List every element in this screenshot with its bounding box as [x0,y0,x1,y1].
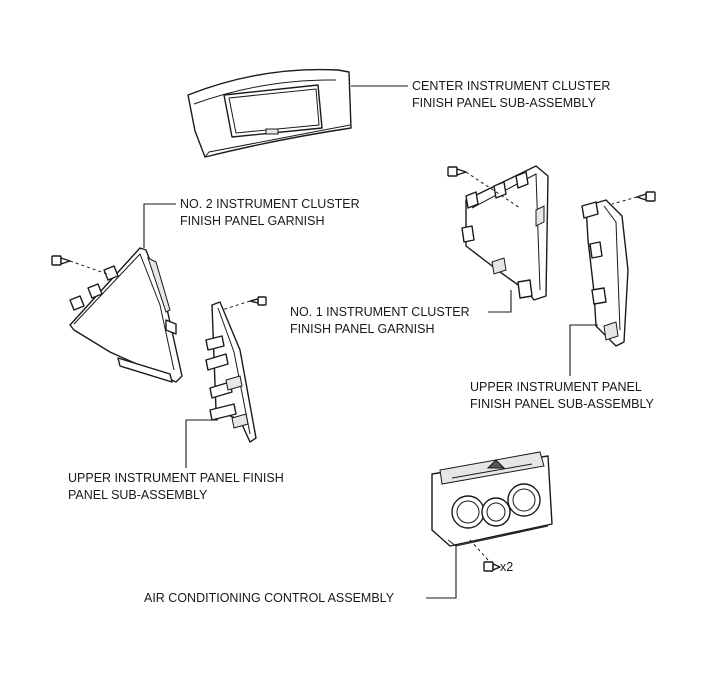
label-no2-garnish: NO. 2 INSTRUMENT CLUSTER FINISH PANEL GA… [180,196,360,230]
label-no2-garnish-line2: FINISH PANEL GARNISH [180,214,325,228]
upper-panel-left-part [205,301,257,443]
screw-icon [636,191,656,202]
label-upper-right-line2: FINISH PANEL SUB-ASSEMBLY [470,397,654,411]
screw-icon [483,561,501,572]
upper-panel-right-part [581,199,629,347]
center-finish-panel-part [187,68,352,158]
label-upper-left: UPPER INSTRUMENT PANEL FINISH PANEL SUB-… [68,470,284,504]
leader-upper-right [569,324,598,376]
label-center-panel: CENTER INSTRUMENT CLUSTER FINISH PANEL S… [412,78,610,112]
label-upper-left-line2: PANEL SUB-ASSEMBLY [68,488,208,502]
label-ac-control-text: AIR CONDITIONING CONTROL ASSEMBLY [144,591,395,605]
label-no1-garnish-line2: FINISH PANEL GARNISH [290,322,435,336]
leader-no2-garnish [143,203,176,248]
label-center-panel-line1: CENTER INSTRUMENT CLUSTER [412,79,611,93]
no1-garnish-part [461,165,549,301]
label-upper-left-line1: UPPER INSTRUMENT PANEL FINISH [68,471,284,485]
screw-icon [447,166,467,177]
label-upper-right: UPPER INSTRUMENT PANEL FINISH PANEL SUB-… [470,379,654,413]
screw-icon [249,296,267,306]
screw-icon [51,255,71,266]
leader-ac-control [426,545,457,599]
label-no1-garnish-line1: NO. 1 INSTRUMENT CLUSTER [290,305,470,319]
label-screw-qty: x2 [500,559,513,576]
label-ac-control: AIR CONDITIONING CONTROL ASSEMBLY [144,590,394,607]
leader-upper-left [185,419,218,468]
label-no2-garnish-line1: NO. 2 INSTRUMENT CLUSTER [180,197,360,211]
ac-control-part [431,451,553,547]
label-no1-garnish: NO. 1 INSTRUMENT CLUSTER FINISH PANEL GA… [290,304,470,338]
label-screw-qty-text: x2 [500,560,514,574]
no2-garnish-part [69,247,183,383]
leader-no1-garnish [488,290,512,313]
label-center-panel-line2: FINISH PANEL SUB-ASSEMBLY [412,96,596,110]
label-upper-right-line1: UPPER INSTRUMENT PANEL [470,380,642,394]
